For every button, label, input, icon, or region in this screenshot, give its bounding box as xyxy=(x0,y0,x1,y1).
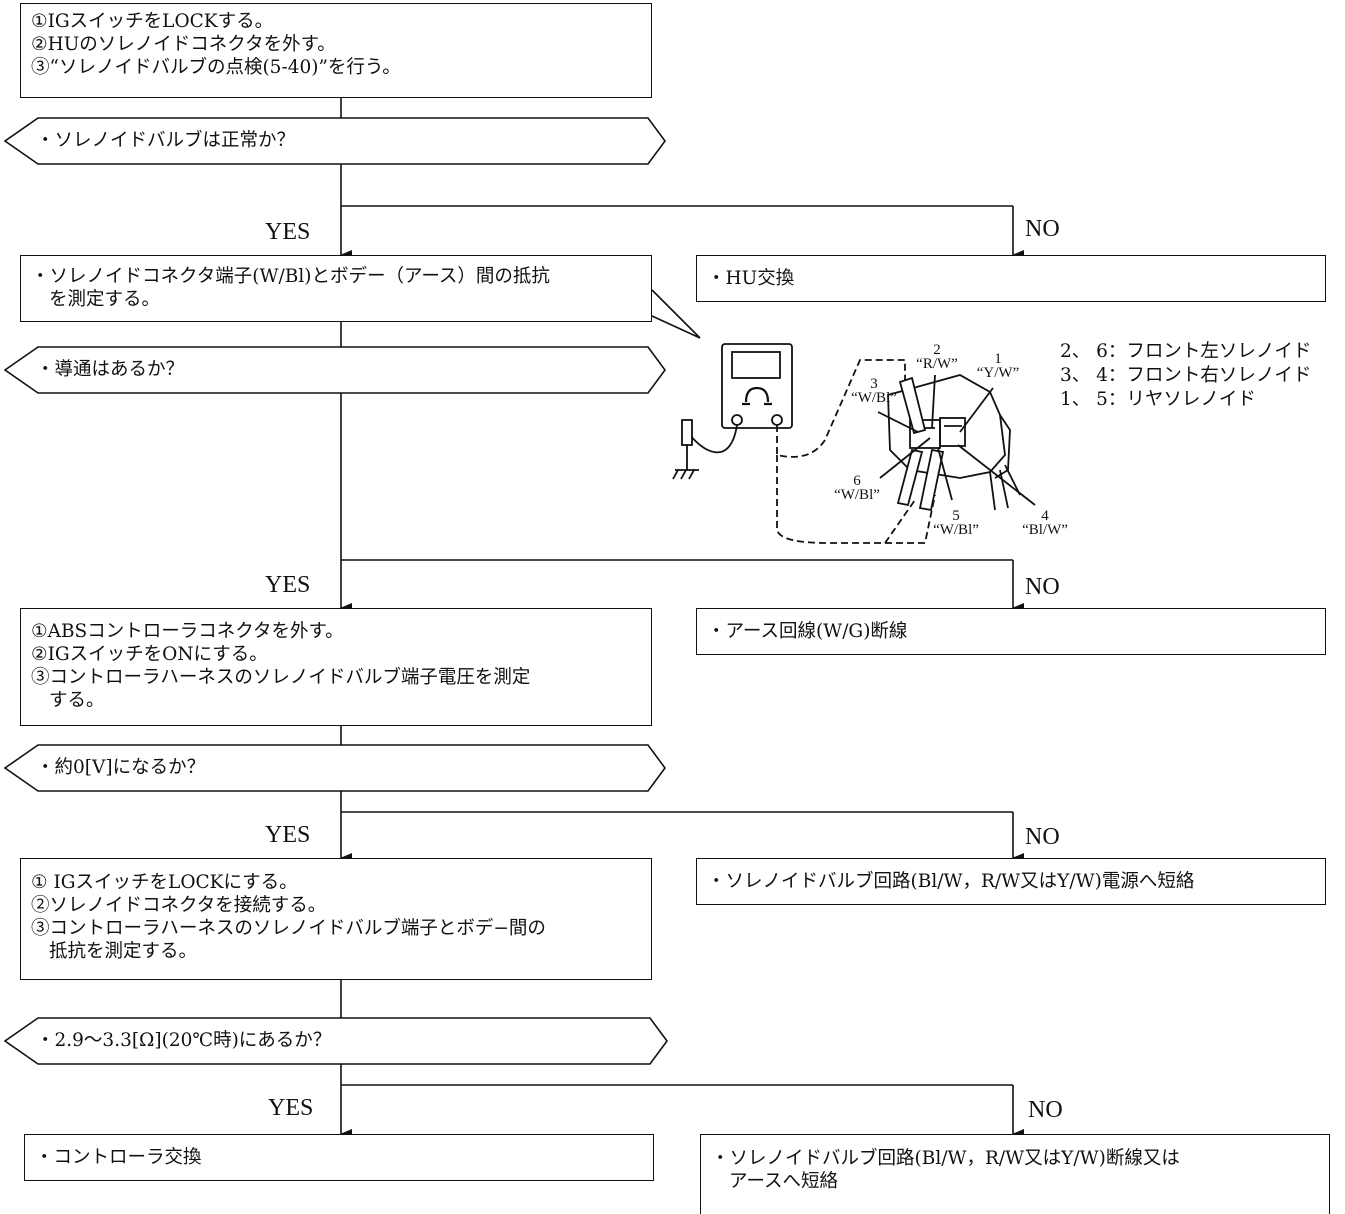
legend-row-2: 3、 4：フロント右ソレノイド xyxy=(1060,365,1312,386)
result-box-short-to-power: ・ソレノイドバルブ回路(Bl/W，R/W又はY/W)電源へ短絡 xyxy=(696,858,1326,905)
callout-pointer xyxy=(651,289,701,339)
step-3-line-4: する。 xyxy=(49,690,105,711)
step-1-line-3: ③“ソレノイドバルブの点検(5-40)”を行う。 xyxy=(31,57,401,78)
result-short-to-power-text: ・ソレノイドバルブ回路(Bl/W，R/W又はY/W)電源へ短絡 xyxy=(707,871,1195,892)
legend-row-3: 1、 5：リヤソレノイド xyxy=(1060,389,1256,410)
pin-5-label: 5 “W/Bl” xyxy=(925,508,987,538)
step-2-line-2: を測定する。 xyxy=(49,289,161,310)
yes-label-1: YES xyxy=(265,219,311,245)
no-label-3: NO xyxy=(1025,824,1060,850)
step-4-line-4: 抵抗を測定する。 xyxy=(49,941,198,962)
no-label-1: NO xyxy=(1025,216,1060,242)
legend-row-1: 2、 6：フロント左ソレノイド xyxy=(1060,341,1312,362)
pin-2-num: 2 xyxy=(933,342,941,358)
decision-shape-3 xyxy=(3,744,666,792)
solenoid-legend: 2、 6：フロント左ソレノイド 3、 4：フロント右ソレノイド 1、 5：リヤソ… xyxy=(1060,340,1311,412)
ohmmeter-illustration xyxy=(672,343,936,544)
step-4-line-3: ③コントローラハーネスのソレノイドバルブ端子とボデ−間の xyxy=(31,918,546,939)
step-3-line-3: ③コントローラハーネスのソレノイドバルブ端子電圧を測定 xyxy=(31,667,531,688)
decision-text-4: ・2.9〜3.3[Ω](20℃時)にあるか？ xyxy=(36,1030,332,1051)
result-box-ground-open: ・アース回線(W/G)断線 xyxy=(696,608,1326,655)
decision-shape-2 xyxy=(3,346,666,394)
step-1-line-1: ①IGスイッチをLOCKする。 xyxy=(31,11,274,32)
pin-2-wire: “R/W” xyxy=(916,356,958,372)
result-box-controller-replace: ・コントローラ交換 xyxy=(24,1134,654,1181)
result-open-line-1: ・ソレノイドバルブ回路(Bl/W，R/W又はY/W)断線又は xyxy=(711,1148,1180,1169)
result-hu-replace-text: ・HU交換 xyxy=(707,268,795,289)
result-ground-open-text: ・アース回線(W/G)断線 xyxy=(707,621,908,642)
pin-3-num: 3 xyxy=(870,376,878,392)
step-3-line-2: ②IGスイッチをONにする。 xyxy=(31,644,268,665)
pin-1-wire: “Y/W” xyxy=(976,365,1020,381)
pin-4-num: 4 xyxy=(1041,508,1049,524)
result-box-open-or-ground-short: ・ソレノイドバルブ回路(Bl/W，R/W又はY/W)断線又は アースへ短絡 xyxy=(700,1134,1330,1214)
pin-3-wire: “W/Bl” xyxy=(851,390,897,406)
pin-1-num: 1 xyxy=(994,351,1002,367)
no-label-2: NO xyxy=(1025,574,1060,600)
decision-shape-4 xyxy=(3,1017,668,1065)
step-1-line-2: ②HUのソレノイドコネクタを外す。 xyxy=(31,34,336,55)
step-3-line-1: ①ABSコントローラコネクタを外す。 xyxy=(31,621,344,642)
step-2-line-1: ・ソレノイドコネクタ端子(W/Bl)とボデー（アース）間の抵抗 xyxy=(31,266,550,287)
step-4-line-1: ① IGスイッチをLOCKにする。 xyxy=(31,872,298,893)
decision-text-1: ・ソレノイドバルブは正常か？ xyxy=(36,130,296,151)
step-box-2: ・ソレノイドコネクタ端子(W/Bl)とボデー（アース）間の抵抗 を測定する。 xyxy=(20,255,652,322)
pin-1-label: 1 “Y/W” xyxy=(970,351,1026,381)
decision-text-2: ・導通はあるか？ xyxy=(36,359,185,380)
pin-3-label: 3 “W/Bl” xyxy=(846,376,902,406)
pin-6-label: 6 “W/Bl” xyxy=(826,473,888,503)
pin-2-label: 2 “R/W” xyxy=(912,342,962,372)
result-open-line-2: アースへ短絡 xyxy=(729,1171,838,1192)
yes-label-4: YES xyxy=(268,1095,314,1121)
no-label-4: NO xyxy=(1028,1097,1063,1123)
step-box-3: ①ABSコントローラコネクタを外す。 ②IGスイッチをONにする。 ③コントロー… xyxy=(20,608,652,726)
result-controller-replace-text: ・コントローラ交換 xyxy=(35,1147,202,1168)
pin-4-label: 4 “Bl/W” xyxy=(1012,508,1078,538)
pin-6-num: 6 xyxy=(853,473,861,489)
decision-shape-1 xyxy=(3,117,666,165)
decision-text-3: ・約0[V]になるか？ xyxy=(36,757,206,778)
pin-4-wire: “Bl/W” xyxy=(1022,522,1068,538)
connector-illustration xyxy=(877,374,1036,512)
step-box-4: ① IGスイッチをLOCKにする。 ②ソレノイドコネクタを接続する。 ③コントロ… xyxy=(20,858,652,980)
pin-5-num: 5 xyxy=(952,508,960,524)
pin-5-wire: “W/Bl” xyxy=(933,522,979,538)
yes-label-3: YES xyxy=(265,822,311,848)
yes-label-2: YES xyxy=(265,572,311,598)
pin-6-wire: “W/Bl” xyxy=(834,487,880,503)
step-4-line-2: ②ソレノイドコネクタを接続する。 xyxy=(31,895,327,916)
step-box-1: ①IGスイッチをLOCKする。 ②HUのソレノイドコネクタを外す。 ③“ソレノイ… xyxy=(20,3,652,98)
result-box-hu-replace: ・HU交換 xyxy=(696,255,1326,302)
